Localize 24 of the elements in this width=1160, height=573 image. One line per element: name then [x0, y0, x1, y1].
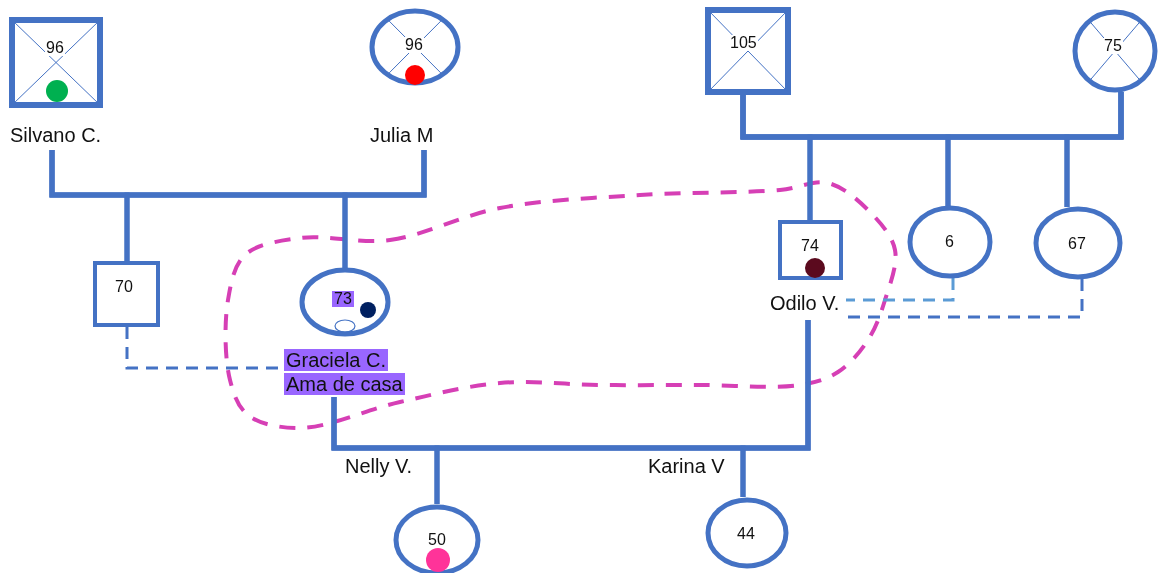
age-label: 96 [45, 40, 65, 56]
family-line [1064, 92, 1124, 207]
person-name: Odilo V. [770, 292, 840, 314]
age-label: 44 [736, 526, 756, 542]
age-label: 73 [332, 291, 354, 307]
person-name: Julia M [370, 124, 434, 146]
occupation-label: Ama de casa [284, 373, 405, 395]
relationship-line [125, 327, 280, 370]
age-label: 96 [404, 37, 424, 53]
age-label: 50 [427, 532, 447, 548]
relationship-line [846, 279, 1084, 319]
age-label: 74 [800, 238, 820, 254]
person-name: Nelly V. [345, 455, 413, 477]
family-line [740, 320, 811, 497]
age-label: 105 [729, 35, 758, 51]
family-line [342, 150, 427, 268]
person-name: Graciela C. [284, 349, 389, 371]
age-label: 70 [114, 279, 134, 295]
age-label: 67 [1067, 236, 1087, 252]
age-label: 6 [944, 234, 955, 250]
person-name: Silvano C. [10, 124, 102, 146]
person-name: Karina V [648, 455, 725, 477]
age-label: 75 [1103, 38, 1123, 54]
relationship-line [846, 278, 955, 302]
